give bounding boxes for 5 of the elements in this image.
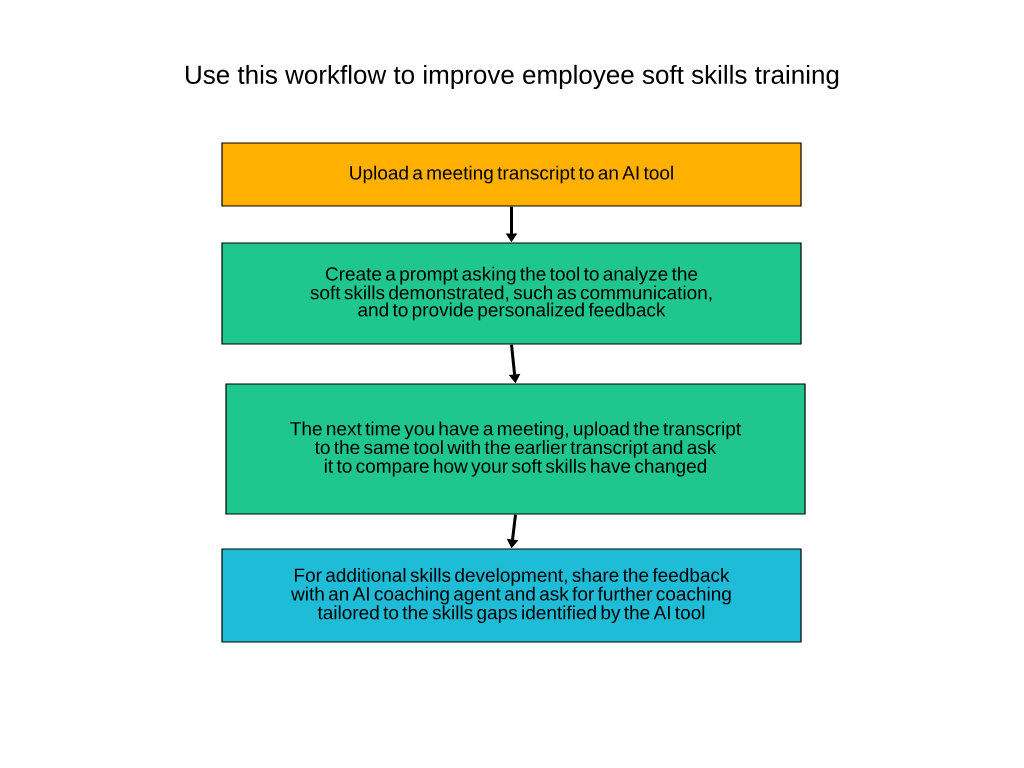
process-box: For additional skills development, share the feedback with an AI coaching agent and ask for further coaching tailored to the skills gaps identified by the AI tool: [221, 548, 802, 643]
title: Use this workflow to improve employee soft skills training: [186, 64, 839, 90]
process-box: Upload a meeting transcript to an AI tool: [221, 142, 802, 207]
process-box: Create a prompt asking the tool to analyze the soft skills demonstrated, such as communication, and to provide personalized feedback: [221, 242, 802, 345]
process-box: The next time you have a meeting, upload the transcript to the same tool with the earlier transcript and ask it to compare how your soft skills have changed: [225, 383, 806, 515]
